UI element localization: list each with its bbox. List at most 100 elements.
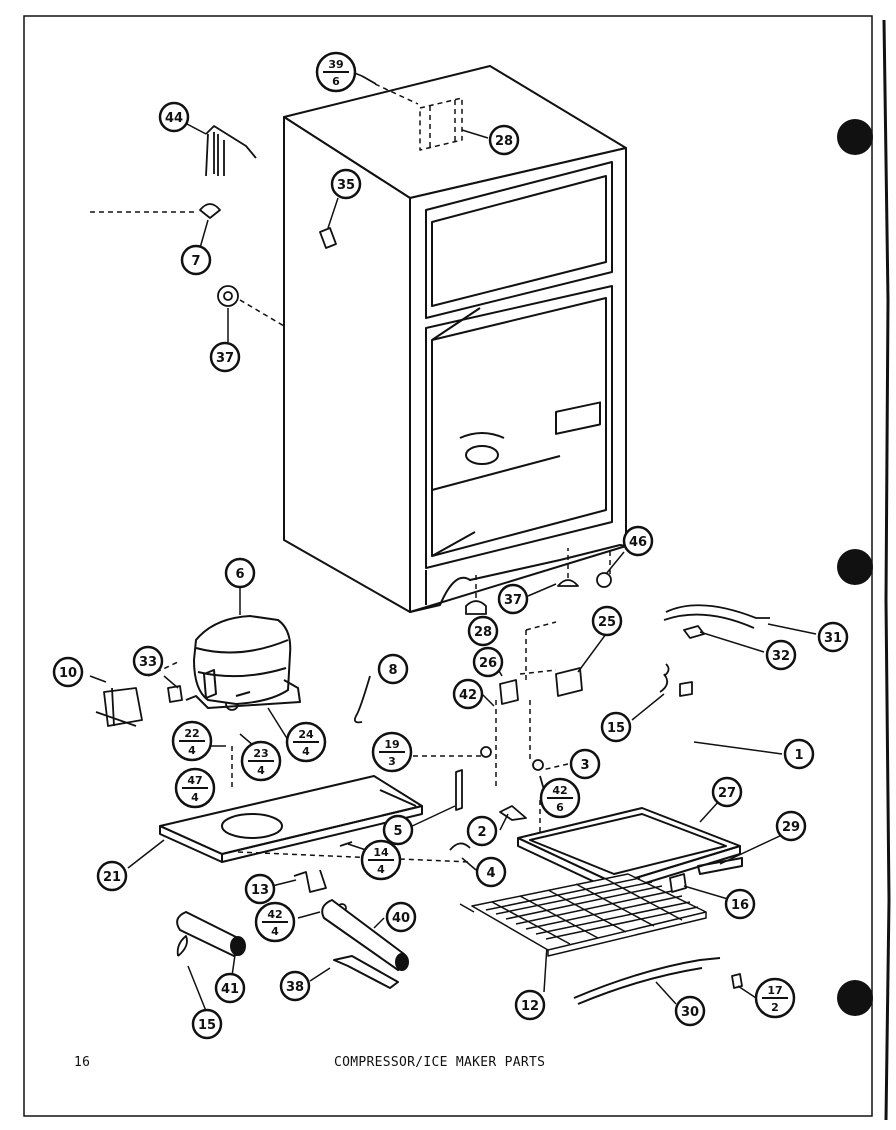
washer-part-19: [480, 746, 492, 758]
fastener-part-17: [731, 973, 743, 989]
small-parts: [95, 75, 770, 989]
foot-part-46: [596, 572, 612, 588]
callout-2: 2: [466, 815, 498, 847]
callout-37-top: 37: [209, 341, 241, 373]
callout-30: 30: [674, 995, 706, 1027]
callout-42: 42: [452, 678, 484, 710]
leader-lines: [89, 71, 817, 1017]
callout-number: 25: [598, 615, 616, 630]
callout-number: 19: [384, 738, 399, 751]
top-bracket-part: [419, 97, 463, 151]
clamp-part-32: [683, 625, 705, 639]
callout-number: 39: [328, 58, 343, 71]
callout-number: 44: [165, 111, 183, 126]
callout-21: 21: [96, 860, 128, 892]
binding-edge: [882, 19, 891, 1121]
callout-number: 37: [216, 351, 234, 366]
callout-number: 33: [139, 655, 157, 670]
compressor-base-plate: [159, 775, 423, 863]
callout-number: 42: [552, 784, 567, 797]
callout-quantity: 4: [302, 745, 310, 758]
callout-6: 6: [224, 557, 256, 589]
capacitor-part-33: [167, 685, 183, 703]
callout-1: 1: [783, 738, 815, 770]
callout-32: 32: [765, 639, 797, 671]
hook-part-8: [353, 675, 371, 724]
callout-15-left: 15: [191, 1008, 223, 1040]
callout-number: 47: [187, 774, 202, 787]
compressor: [185, 615, 301, 709]
spring-part-15-left: [176, 935, 188, 957]
callout-27: 27: [711, 776, 743, 808]
nut-part-16: [669, 873, 687, 893]
callout-quantity: 4: [191, 791, 199, 804]
bracket-part-25: [555, 667, 583, 697]
relay-part-10: [95, 687, 143, 727]
callout-number: 17: [767, 984, 782, 997]
callout-quantity: 6: [332, 75, 340, 88]
bracket-part-13: [293, 869, 327, 893]
callout-number: 4: [486, 866, 495, 881]
nut-part-1: [679, 681, 693, 697]
page-number: 16: [74, 1055, 91, 1070]
nut-part-3: [532, 759, 544, 771]
callout-number: 41: [221, 982, 239, 997]
callout-number: 42: [459, 688, 477, 703]
callout-44: 44: [158, 101, 190, 133]
callout-quantity: 4: [271, 925, 279, 938]
callout-quantity: 2: [771, 1001, 779, 1014]
callout-35: 35: [330, 168, 362, 200]
callout-4: 4: [475, 856, 507, 888]
callout-number: 3: [580, 758, 589, 773]
clip-part-2: [499, 805, 527, 821]
callout-number: 7: [191, 254, 200, 269]
callout-number: 15: [198, 1018, 216, 1033]
spring-part-15: [659, 663, 670, 693]
callout-number: 23: [253, 747, 268, 760]
callout-10: 10: [52, 656, 84, 688]
callout-33: 33: [132, 645, 164, 677]
callout-number: 35: [337, 178, 355, 193]
callout-number: 10: [59, 666, 77, 681]
callout-number: 16: [731, 898, 749, 913]
callout-5: 5: [382, 814, 414, 846]
callout-number: 14: [373, 846, 389, 859]
refrigerator-cabinet: [283, 65, 627, 613]
grommet-part: [217, 285, 239, 307]
callout-number: 1: [794, 748, 803, 763]
callout-number: 40: [392, 911, 410, 926]
callout-31: 31: [817, 621, 849, 653]
callout-24-4: 244: [285, 721, 327, 763]
callout-number: 37: [504, 593, 522, 608]
callout-37-mid: 37: [497, 583, 529, 615]
callout-39-6: 396: [315, 51, 357, 93]
callout-number: 12: [521, 999, 539, 1014]
callout-28-mid: 28: [467, 615, 499, 647]
callout-25: 25: [591, 605, 623, 637]
callout-number: 29: [782, 820, 800, 835]
callout-number: 28: [474, 625, 492, 640]
callout-number: 26: [479, 656, 497, 671]
insulation-tubes: [176, 899, 409, 971]
callout-13: 13: [244, 873, 276, 905]
clip-part: [199, 203, 221, 219]
page-title: COMPRESSOR/ICE MAKER PARTS: [334, 1055, 546, 1070]
binding-hole-top: [837, 119, 873, 155]
callout-46: 46: [622, 525, 654, 557]
callout-number: 27: [718, 786, 736, 801]
callout-number: 38: [286, 980, 304, 995]
callout-number: 24: [298, 728, 314, 741]
callout-28-top: 28: [488, 124, 520, 156]
foot-part-28: [465, 600, 487, 615]
condenser-grid: [459, 873, 707, 957]
tube-part-31: [663, 604, 770, 629]
callout-29: 29: [775, 810, 807, 842]
bracket-part-26: [499, 679, 519, 705]
callout-number: 6: [235, 567, 244, 582]
callout-14-4: 144: [360, 839, 402, 881]
callout-quantity: 4: [257, 764, 265, 777]
callout-22-4: 224: [171, 720, 213, 762]
callout-number: 46: [629, 535, 647, 550]
callout-number: 31: [824, 631, 842, 646]
